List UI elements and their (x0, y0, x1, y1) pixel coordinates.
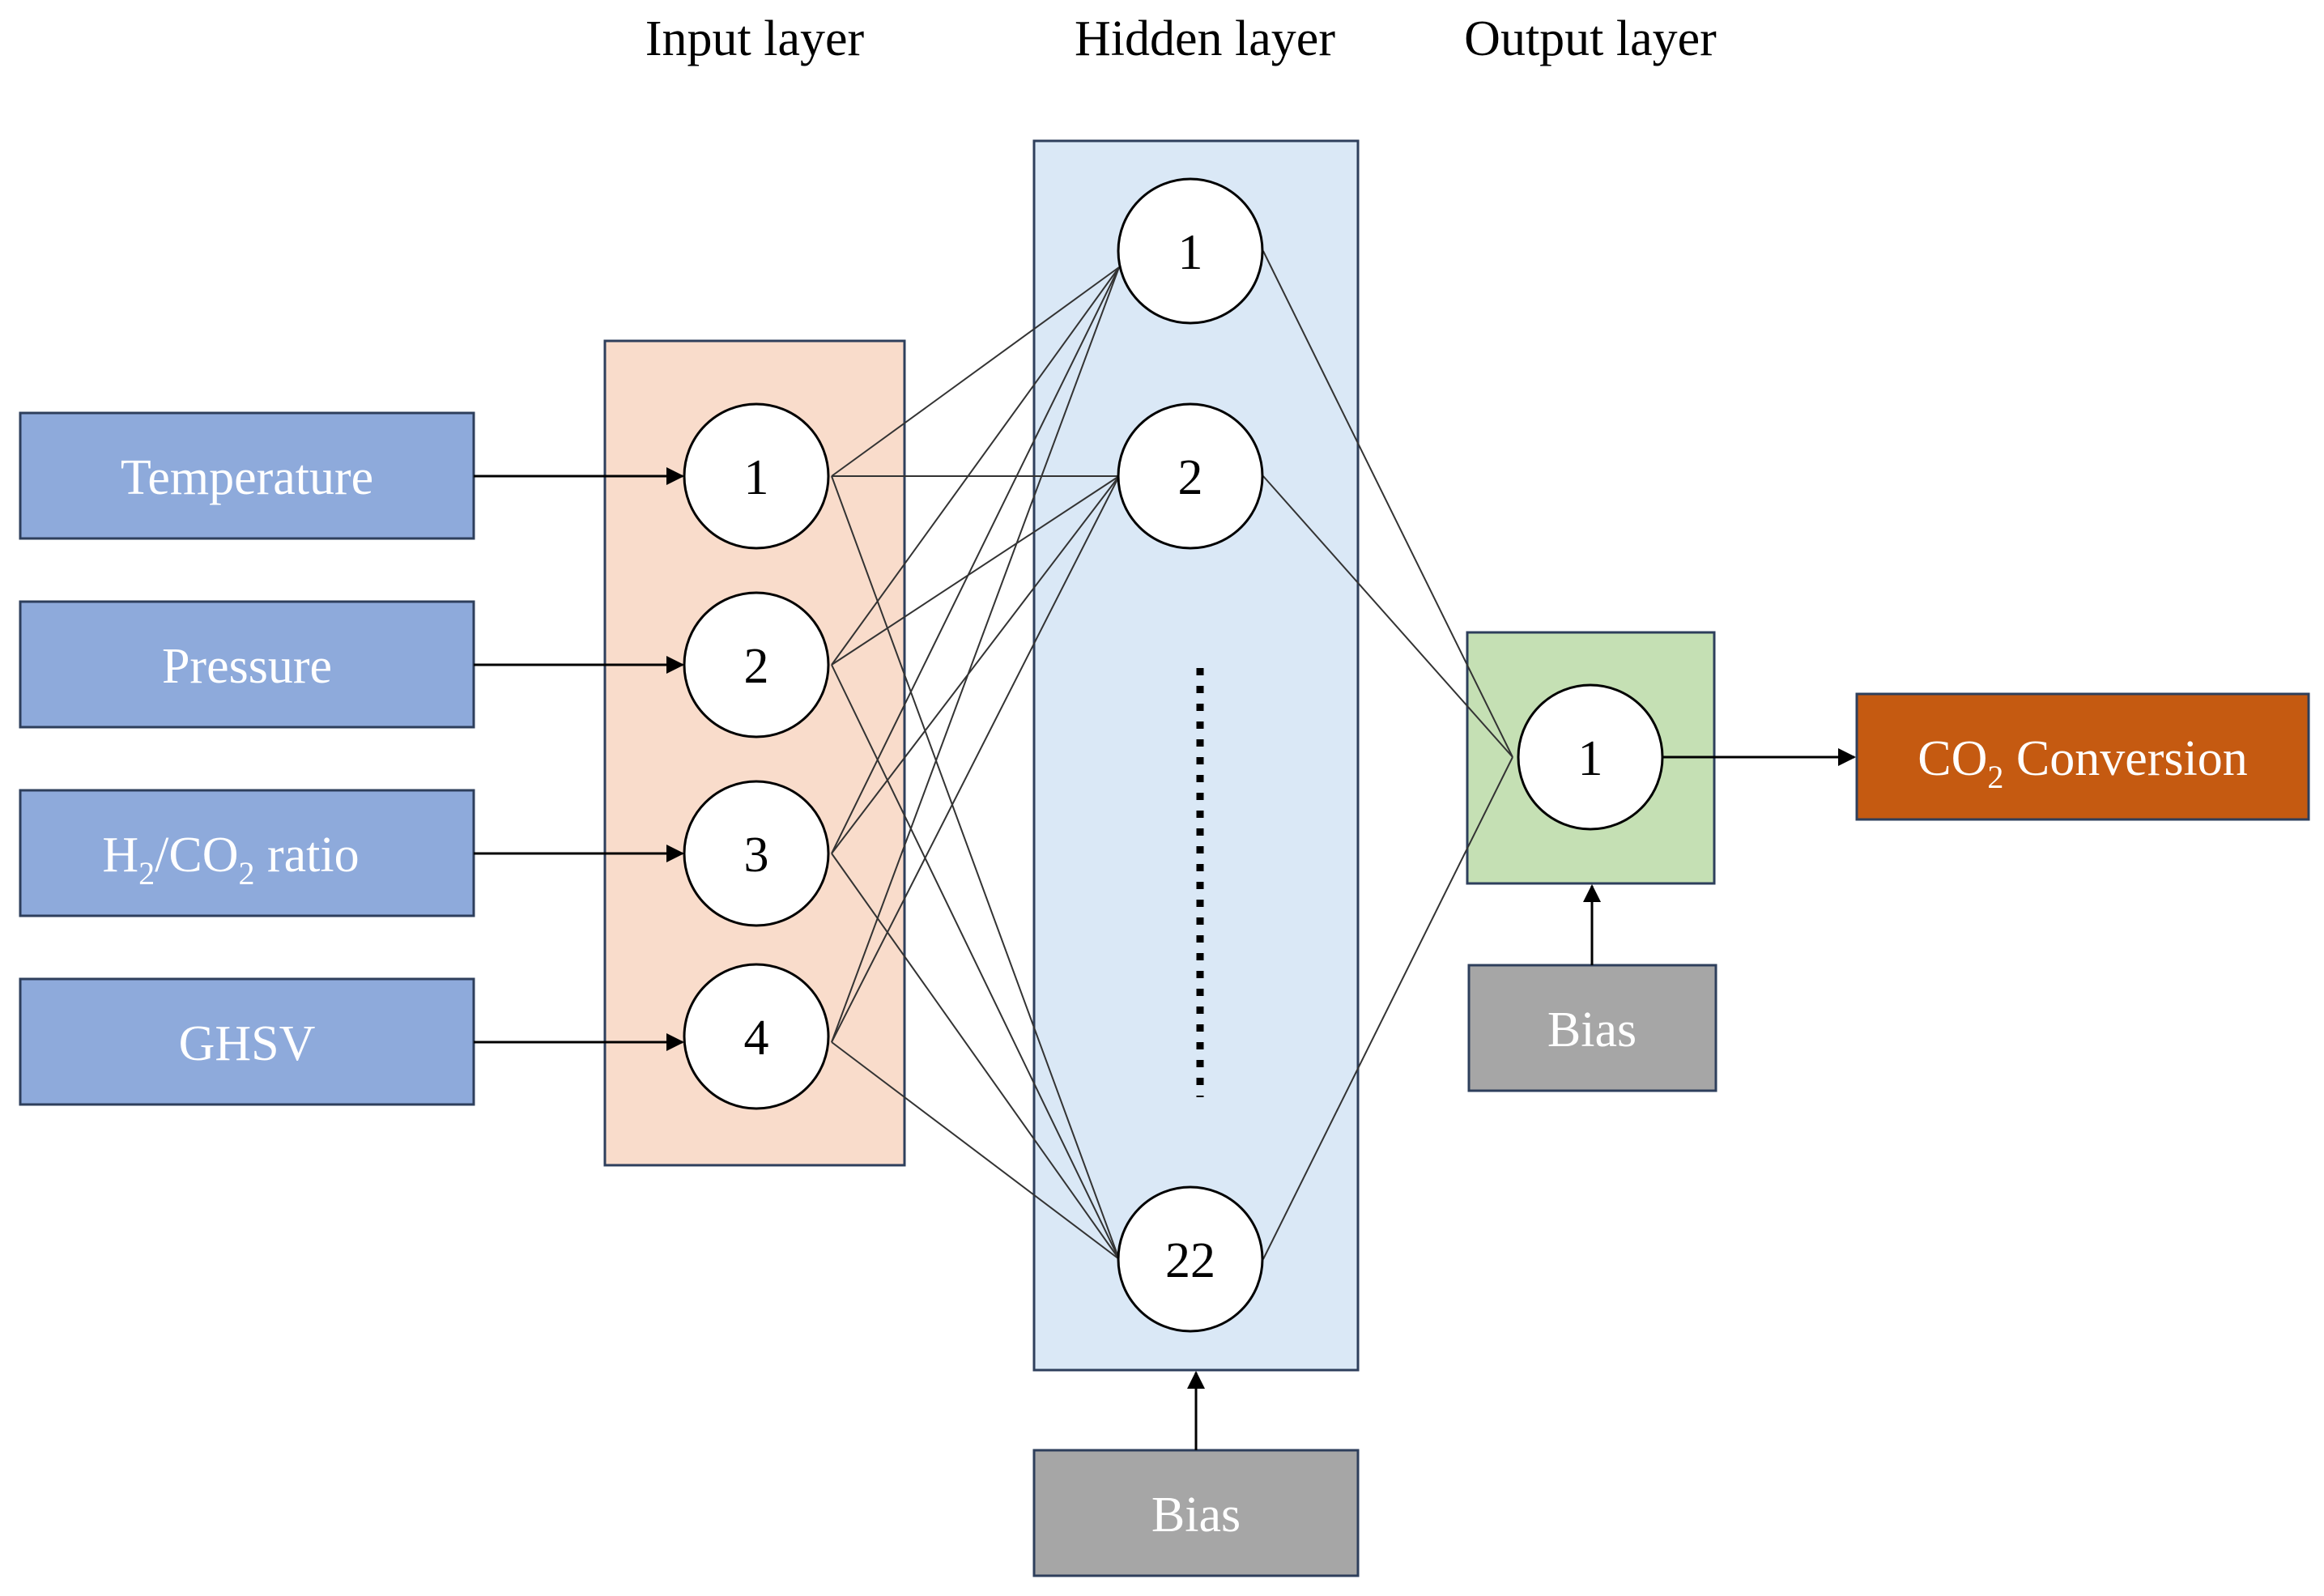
input-box-temperature: Temperature (19, 411, 475, 540)
bias-box-output: Bias (1467, 964, 1717, 1092)
hidden-node-label: 1 (1178, 225, 1203, 280)
input-label-pressure: Pressure (162, 639, 332, 694)
input-box-ghsv: GHSV (19, 977, 475, 1106)
hidden-layer-title: Hidden layer (1075, 11, 1335, 66)
input-hidden-connections (831, 266, 1120, 1260)
input-label-ghsv: GHSV (179, 1016, 316, 1071)
output-layer-title: Output layer (1464, 11, 1717, 66)
output-box-co2-conversion: CO2 Conversion (1855, 692, 2310, 821)
hidden-node-22: 22 (1117, 1185, 1264, 1333)
hidden-node-label: 2 (1178, 450, 1203, 505)
bias-label-output: Bias (1547, 1002, 1637, 1058)
output-box-label: CO2 Conversion (1918, 731, 2248, 795)
input-node-label: 1 (744, 450, 769, 505)
input-node-3: 3 (683, 780, 830, 927)
output-node-1: 1 (1517, 683, 1664, 831)
bias-box-hidden: Bias (1032, 1449, 1360, 1577)
hidden-node-1: 1 (1117, 177, 1264, 325)
input-label-h2-co2-ratio: H2/CO2 ratio (102, 828, 359, 892)
input-node-label: 4 (744, 1011, 769, 1066)
input-node-4: 4 (683, 963, 830, 1110)
input-label-temperature: Temperature (121, 450, 373, 505)
input-node-2: 2 (683, 591, 830, 738)
input-node-label: 3 (744, 828, 769, 883)
input-box-pressure: Pressure (19, 600, 475, 729)
input-box-h2-co2-ratio: H2/CO2 ratio (19, 789, 475, 917)
hidden-node-label: 22 (1165, 1233, 1215, 1288)
hidden-node-2: 2 (1117, 402, 1264, 550)
hidden-layer-panel (1032, 139, 1360, 1372)
hidden-output-connections (1262, 250, 1513, 1260)
output-node-label: 1 (1578, 731, 1603, 786)
input-node-1: 1 (683, 402, 830, 550)
bias-label-hidden: Bias (1151, 1487, 1241, 1543)
input-node-label: 2 (744, 639, 769, 694)
input-layer-title: Input layer (645, 11, 865, 66)
